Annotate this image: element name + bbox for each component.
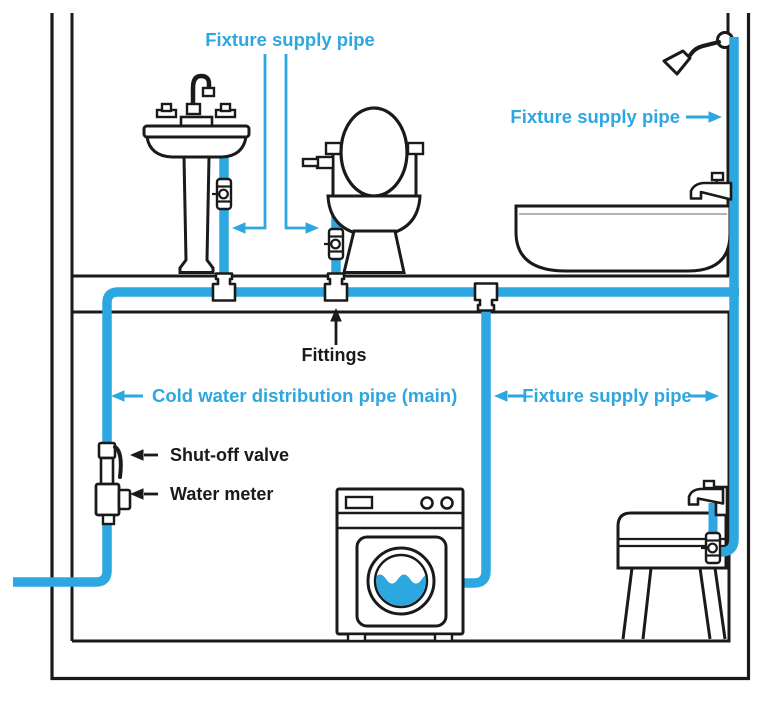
sink-top-slab	[142, 124, 251, 139]
pedestal-sink	[142, 73, 251, 274]
tub-spout-body	[689, 181, 733, 201]
basement-room	[72, 310, 731, 643]
arrowhead-shutoff	[130, 449, 144, 461]
toilet-base	[342, 229, 406, 274]
washer-knob	[420, 496, 434, 510]
shower-arm	[685, 40, 721, 61]
toilet-shut-off-valve	[322, 227, 345, 261]
arrowhead-meter	[130, 488, 144, 500]
service-and-main-pipe	[13, 287, 739, 587]
main-valve-body	[99, 456, 115, 487]
label-shut-off-valve: Shut-off valve	[170, 445, 289, 465]
label-water-meter: Water meter	[170, 484, 273, 504]
tee-fitting-washer	[473, 282, 499, 312]
toilet-tank-tab	[406, 141, 425, 156]
arrowhead-cold-main	[111, 390, 125, 402]
toilet	[301, 106, 425, 274]
bathtub	[514, 204, 732, 273]
bathtub-body	[514, 204, 732, 273]
sink-faucet-spout	[190, 73, 212, 112]
shower-head	[662, 40, 721, 76]
sink-bowl	[145, 135, 248, 159]
main-valve-cap	[97, 441, 117, 460]
tub-spout	[689, 171, 733, 201]
leader-line-left	[244, 54, 267, 230]
laundry-sink-legs	[621, 567, 727, 640]
shower-head-cone	[662, 49, 692, 76]
washing-machine	[335, 487, 465, 643]
leader-arrowhead-right	[305, 222, 319, 234]
laundry-faucet	[687, 479, 729, 517]
house-structure	[50, 13, 751, 681]
toilet-flush-handle	[301, 157, 320, 168]
arrowhead-shower	[708, 111, 722, 123]
main-shutoff-and-meter	[94, 441, 132, 526]
tee-fitting-sink	[211, 272, 237, 302]
annotations: Fixture supply pipe Fixture supply pipe …	[111, 29, 722, 504]
leader-arrowhead-left	[232, 222, 246, 234]
tub-spout-handle	[710, 171, 725, 182]
water-meter-body	[94, 482, 121, 517]
sink-pedestal	[178, 155, 215, 274]
laundry-faucet-body	[687, 487, 725, 506]
sink-handle	[155, 102, 178, 119]
label-cold-water-main: Cold water distribution pipe (main)	[152, 385, 457, 406]
sink-faucet-tip	[201, 86, 216, 98]
toilet-flush-plate	[315, 155, 335, 170]
sink-handle	[214, 102, 237, 119]
label-fittings: Fittings	[302, 345, 367, 365]
water-meter-register	[117, 488, 132, 511]
tub-spout-handle-stem	[714, 179, 719, 185]
sink-faucet-base	[185, 102, 202, 116]
leader-line-right	[284, 54, 307, 230]
arrowhead-basement-right	[705, 390, 719, 402]
outer-wall	[50, 13, 751, 681]
laundry-sink	[616, 511, 728, 640]
arrowhead-fittings	[330, 308, 342, 322]
laundry-sink-basin	[616, 511, 728, 570]
arrowhead-basement-left	[494, 390, 508, 402]
washer-supply-pipe	[462, 288, 491, 588]
washer-display	[344, 495, 374, 510]
washer-foot	[346, 632, 367, 643]
label-fixture-supply-top: Fixture supply pipe	[205, 29, 375, 50]
laundry-faucet-handle	[702, 479, 716, 490]
label-fixture-supply-shower: Fixture supply pipe	[510, 106, 680, 127]
main-valve-lever	[113, 445, 123, 479]
label-fixture-supply-basement: Fixture supply pipe	[522, 385, 692, 406]
tee-fitting-toilet	[323, 272, 349, 302]
toilet-seat	[339, 106, 409, 198]
sink-shut-off-valve	[210, 177, 233, 211]
water-meter-stub	[101, 513, 116, 526]
toilet-tank-tab	[324, 141, 343, 156]
washer-knob	[440, 496, 454, 510]
washer-foot	[433, 632, 454, 643]
